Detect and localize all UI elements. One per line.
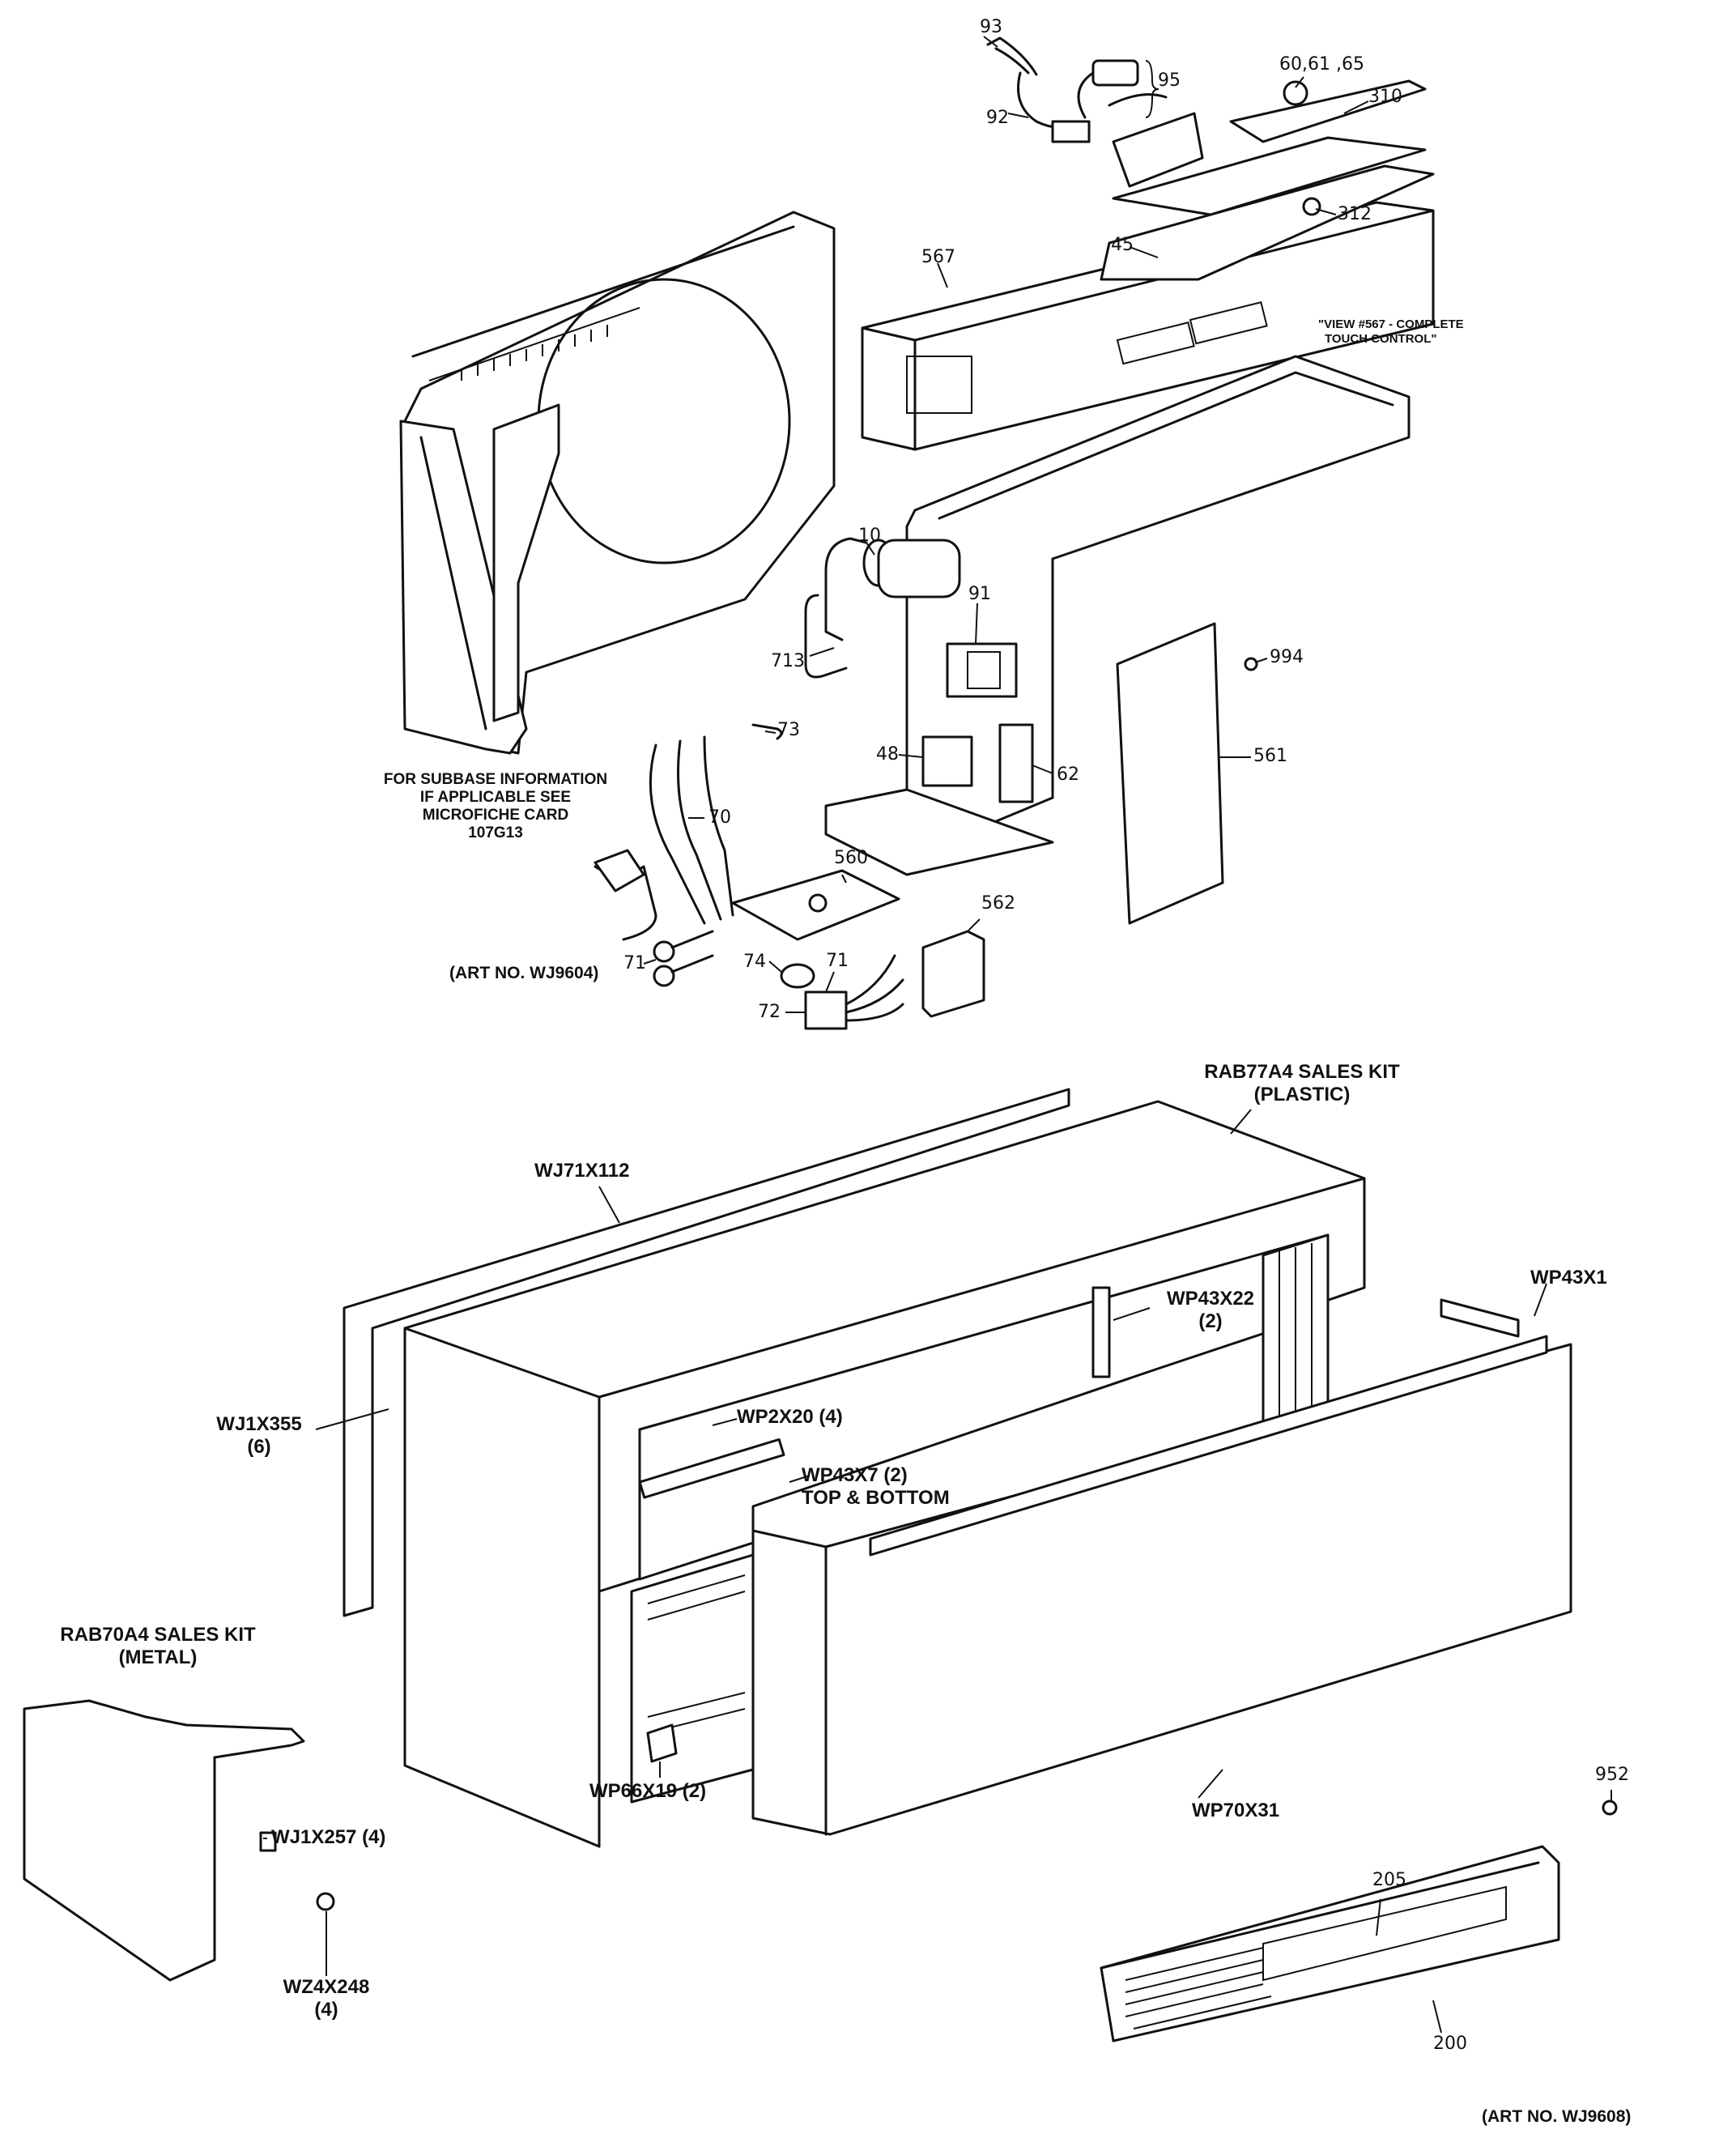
screw-wz4x248-icon	[316, 1892, 335, 1911]
power-cord-70	[594, 735, 734, 941]
wj1x257-label: WJ1X257 (4)	[271, 1826, 386, 1848]
part-62-label: 62	[1057, 765, 1079, 785]
part-45-label: 45	[1111, 235, 1134, 255]
screw-994-icon	[1244, 657, 1258, 671]
art-number-bottom: (ART NO. WJ9608)	[1482, 2107, 1632, 2126]
part-71-label: 71	[623, 953, 646, 973]
rab70a4-label: RAB70A4 SALES KIT (METAL)	[60, 1624, 256, 1668]
part-561-label: 561	[1253, 746, 1287, 766]
bracket-560	[731, 869, 900, 941]
rab77a4-label: RAB77A4 SALES KIT (PLASTIC)	[1204, 1061, 1400, 1105]
part-562-label: 562	[981, 893, 1015, 914]
terminal-block-62	[998, 723, 1034, 803]
fan-scroll-partition	[399, 211, 836, 755]
sensor-harness	[986, 36, 1308, 188]
part-310-label: 310	[1368, 87, 1402, 107]
leader-lines	[263, 36, 1612, 2034]
wp66x19-label: WP66X19 (2)	[589, 1780, 707, 1802]
part-713-label: 713	[771, 651, 805, 671]
metal-side-kit	[23, 1699, 305, 1982]
screw-952-icon	[1602, 1800, 1618, 1816]
part-72-label: 72	[758, 1002, 781, 1022]
wj1x355-label: WJ1X355 (6)	[216, 1413, 302, 1458]
access-panel-561	[1116, 622, 1224, 925]
touch-control-note: "VIEW #567 - COMPLETE TOUCH CONTROL"	[1318, 317, 1464, 346]
part-312-label: 312	[1338, 204, 1372, 224]
clip-wj1x257-icon	[259, 1831, 277, 1852]
wp43x7-label: WP43X7 (2) TOP & BOTTOM	[802, 1464, 950, 1509]
grille-200-205	[1100, 1845, 1560, 2042]
part-70-label: 70	[708, 807, 731, 828]
wp70x31-label: WP70X31	[1192, 1800, 1280, 1821]
clip-wp66x19-icon	[646, 1723, 678, 1763]
capacitor-10	[824, 537, 961, 641]
part-205-label: 205	[1372, 1870, 1406, 1890]
connectors	[653, 930, 904, 1030]
wz4x248-label: WZ4X248 (4)	[283, 1976, 370, 2021]
part-93-label: 93	[980, 17, 1002, 37]
relay-48	[921, 735, 973, 787]
part-994-label: 994	[1270, 647, 1304, 667]
wp43x1-label: WP43X1	[1530, 1267, 1607, 1288]
bracket-713	[804, 594, 848, 679]
part-60-61-65-label: 60,61 ,65	[1279, 54, 1364, 75]
part-952-label: 952	[1595, 1765, 1629, 1785]
part-560-label: 560	[834, 848, 868, 868]
part-91-label: 91	[968, 584, 991, 604]
part-95-label: 95	[1158, 70, 1181, 91]
clip-73	[751, 723, 783, 740]
wj71x112-label: WJ71X112	[534, 1160, 630, 1182]
part-567-label: 567	[921, 247, 955, 267]
art-number-top: (ART NO. WJ9604)	[449, 964, 599, 982]
subbase-note: FOR SUBBASE INFORMATION IF APPLICABLE SE…	[383, 771, 608, 841]
wp2x20-label: WP2X20 (4)	[737, 1406, 843, 1428]
part-74-label: 74	[743, 952, 766, 972]
part-10-label: 10	[858, 526, 881, 546]
touch-control-567	[861, 79, 1435, 451]
part-71-connector-label: 71	[826, 951, 849, 971]
part-48-label: 48	[876, 744, 899, 765]
part-73-label: 73	[777, 720, 800, 740]
wp43x22-label: WP43X22 (2)	[1166, 1288, 1255, 1332]
front-panel	[751, 1298, 1572, 1836]
part-92-label: 92	[986, 108, 1009, 128]
part-200-label: 200	[1433, 2034, 1467, 2054]
bracket-562	[921, 930, 985, 1018]
